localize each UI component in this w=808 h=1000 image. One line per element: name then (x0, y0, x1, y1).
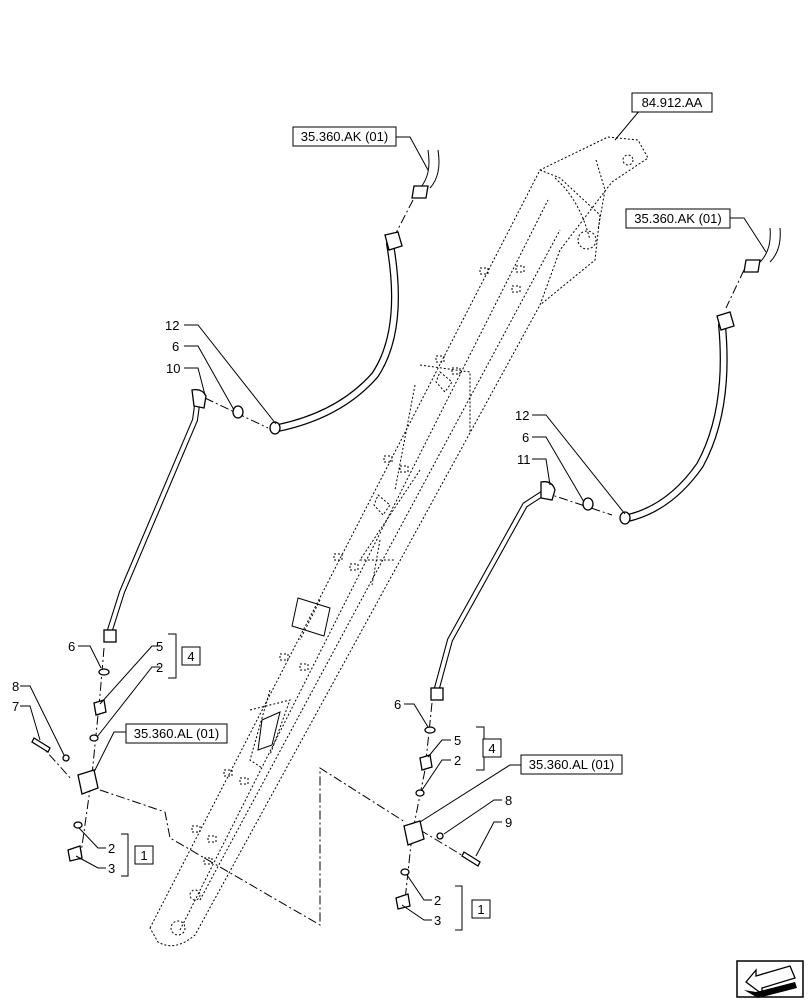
ref-block-right-label: 35.360.AL (01) (529, 757, 615, 772)
left-washer-8 (62, 754, 70, 762)
callout-2: 2 (156, 660, 163, 675)
callout-10: 10 (166, 361, 180, 376)
left-seal-2 (89, 734, 99, 742)
callout-7: 7 (12, 699, 19, 714)
left-o-ring-6-lower (98, 668, 110, 676)
svg-text:4: 4 (488, 741, 495, 756)
group-box-left-lower: 1 (134, 845, 154, 865)
callouts-right: 12 6 11 6 5 2 8 9 2 3 (394, 408, 531, 928)
callout-6: 6 (522, 430, 529, 445)
boom-mount-brackets (191, 265, 525, 865)
ref-box-hose-right[interactable]: 35.360.AK (01) (625, 208, 731, 229)
svg-text:1: 1 (477, 902, 484, 917)
left-fitting-5 (93, 699, 107, 716)
right-bolt-9 (461, 851, 481, 867)
left-o-ring-6 (232, 405, 244, 419)
centerlines (37, 199, 745, 926)
next-page-arrow-icon[interactable] (736, 960, 804, 998)
left-valve-block (77, 769, 99, 795)
callout-3: 3 (434, 913, 441, 928)
right-o-ring-6 (582, 497, 594, 511)
callout-8: 8 (505, 793, 512, 808)
callout-2: 2 (434, 893, 441, 908)
right-plug-3 (395, 893, 411, 910)
right-seal-2 (415, 789, 425, 797)
callout-5: 5 (454, 733, 461, 748)
right-seal-2-lower (400, 868, 410, 876)
ref-box-block-right[interactable]: 35.360.AL (01) (520, 754, 623, 775)
left-bolt-7 (31, 737, 51, 753)
ref-box-hose-left[interactable]: 35.360.AK (01) (292, 126, 397, 147)
svg-text:4: 4 (187, 649, 194, 664)
callout-3: 3 (108, 861, 115, 876)
ref-hose-right-label: 35.360.AK (01) (634, 211, 721, 226)
callout-2: 2 (108, 841, 115, 856)
callout-5: 5 (156, 639, 163, 654)
callout-2: 2 (454, 753, 461, 768)
ref-box-boom[interactable]: 84.912.AA (631, 92, 713, 113)
right-washer-8 (436, 832, 444, 840)
left-hose-12 (269, 231, 403, 435)
boom-outline (149, 136, 649, 947)
callout-6: 6 (68, 639, 75, 654)
svg-text:1: 1 (140, 848, 147, 863)
callout-12: 12 (515, 408, 529, 423)
left-pipe-10 (103, 388, 207, 643)
group-box-left-upper: 4 (181, 646, 201, 666)
callout-12: 12 (165, 318, 179, 333)
group-box-right-upper: 4 (482, 738, 502, 758)
right-fitting-5 (419, 754, 433, 771)
right-pipe-11 (430, 481, 556, 701)
group-box-right-lower: 1 (471, 899, 491, 919)
callouts-left: 12 6 10 6 5 2 8 7 2 3 (12, 318, 180, 876)
leader-lines (20, 109, 767, 931)
right-upper-hose-stub (743, 227, 781, 273)
right-valve-block (403, 820, 425, 846)
callout-11: 11 (517, 452, 531, 467)
callout-8: 8 (12, 679, 19, 694)
right-o-ring-6-lower (424, 726, 436, 734)
left-plug-3 (67, 845, 83, 862)
ref-box-block-left[interactable]: 35.360.AL (01) (125, 723, 228, 744)
callout-9: 9 (505, 815, 512, 830)
callout-6: 6 (172, 339, 179, 354)
left-upper-hose-stub (411, 149, 440, 199)
ref-block-left-label: 35.360.AL (01) (134, 726, 220, 741)
right-hose-12 (619, 311, 735, 525)
ref-hose-left-label: 35.360.AK (01) (301, 129, 388, 144)
left-seal-2-lower (73, 821, 83, 829)
callout-6: 6 (394, 697, 401, 712)
ref-boom-label: 84.912.AA (642, 95, 703, 110)
